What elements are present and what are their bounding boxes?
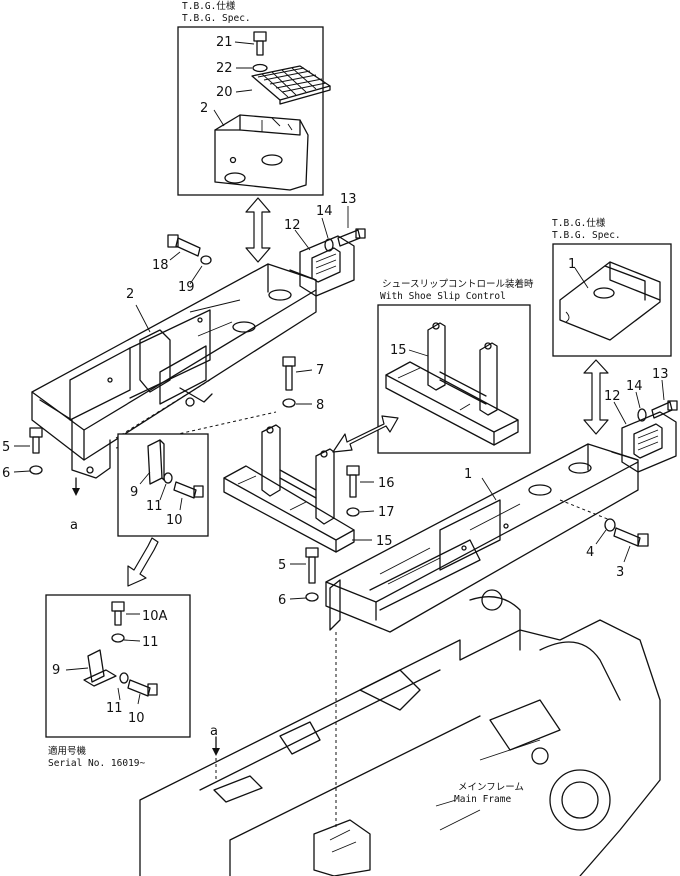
callout-16: 16 (378, 476, 395, 491)
serial-caption-jp: 適用号機 (48, 745, 87, 757)
inset-right-part-1 (559, 261, 661, 341)
callout-9-serial: 9 (52, 663, 60, 678)
callout-13-upper: 13 (340, 192, 357, 207)
main-frame (139, 589, 661, 876)
grating-20 (251, 65, 331, 105)
inset-bracket-9: 9 11 10 (117, 433, 209, 537)
inset-shoe-part-15 (385, 322, 519, 446)
callout-1-main: 1 (464, 467, 472, 482)
serial-caption-en: Serial No. 16019~ (48, 758, 146, 769)
inset-shoe-caption-jp: シュースリップコントロール装着時 (382, 278, 534, 290)
callout-14-upper: 14 (316, 204, 333, 219)
callout-6-left: 6 (2, 466, 10, 481)
bolt-13-upper (337, 228, 366, 247)
callout-15-inset: 15 (390, 343, 407, 358)
inset-serial-frame (45, 594, 191, 738)
inset-right-caption-jp: T.B.G.仕様 (552, 217, 606, 229)
callout-a-upper: a (70, 518, 78, 533)
washer-22 (252, 63, 268, 73)
frame-part-15 (223, 424, 355, 553)
callout-17: 17 (378, 505, 395, 520)
frame-part-2 (31, 263, 317, 479)
callout-2-inset: 2 (200, 101, 208, 116)
inset-serial: 10A 11 9 11 10 (45, 594, 191, 738)
bolt-16 (346, 465, 360, 498)
callout-5-center: 5 (278, 558, 286, 573)
double-arrow-shoe (332, 415, 399, 453)
arrow-a-head (72, 488, 80, 496)
inset-tbg-top: T.B.G.仕様 T.B.G. Spec. 21 22 20 (177, 0, 331, 196)
callout-13-lower: 13 (652, 367, 669, 382)
frame-part-1 (325, 443, 639, 633)
callout-5-left: 5 (2, 440, 10, 455)
callout-12-upper: 12 (284, 218, 301, 233)
bracket-9-serial (83, 649, 117, 687)
washer-11-serial-top (111, 633, 125, 643)
callout-14-lower: 14 (626, 379, 643, 394)
callout-10a: 10A (142, 609, 168, 624)
cover-plate-12-lower (621, 411, 677, 473)
bolt-13-lower (651, 400, 678, 419)
callout-19: 19 (178, 280, 195, 295)
double-arrow-top (245, 197, 271, 263)
bolt-10a (111, 601, 125, 626)
washer-14-lower (637, 408, 647, 422)
main-frame-caption-en: Main Frame (454, 794, 511, 805)
washer-19 (200, 255, 212, 265)
main-frame-caption-jp: メインフレーム (458, 782, 524, 793)
callout-20: 20 (216, 85, 233, 100)
inset-top-caption-en: T.B.G. Spec. (182, 13, 251, 24)
inset-shoe-caption-en: With Shoe Slip Control (380, 291, 506, 302)
callout-a-lower: a (210, 724, 218, 739)
callout-4: 4 (586, 545, 594, 560)
washer-6-center (305, 592, 319, 602)
callout-10-box: 10 (166, 513, 183, 528)
callout-9-box: 9 (130, 485, 138, 500)
callout-10-serial: 10 (128, 711, 145, 726)
callout-12-lower: 12 (604, 389, 621, 404)
bolt-5-center (305, 547, 319, 584)
callout-11-box: 11 (146, 499, 163, 514)
bolt-10-serial (127, 679, 158, 697)
washer-6-left (29, 465, 43, 475)
inset-top-frame (177, 26, 324, 196)
callout-1-inset: 1 (568, 257, 576, 272)
callout-7: 7 (316, 363, 324, 378)
callout-6-center: 6 (278, 593, 286, 608)
bolt-10-box (173, 481, 204, 499)
bolt-18 (167, 234, 201, 257)
washer-8 (282, 398, 296, 408)
arrow-to-serial-inset (127, 537, 159, 587)
inset-top-part-2 (214, 114, 309, 191)
callout-3: 3 (616, 565, 624, 580)
inset-right-caption-en: T.B.G. Spec. (552, 230, 621, 241)
callout-18: 18 (152, 258, 169, 273)
callout-21: 21 (216, 35, 233, 50)
inset-bracket-frame (117, 433, 209, 537)
washer-11-serial-bottom (119, 672, 129, 684)
bolt-21 (253, 31, 267, 56)
inset-tbg-right: T.B.G.仕様 T.B.G. Spec. 1 (552, 217, 672, 357)
washer-14-upper (324, 238, 334, 252)
washer-4 (604, 518, 616, 532)
callout-15-main: 15 (376, 534, 393, 549)
cover-plate-12-upper (299, 235, 355, 297)
inset-shoe-slip: シュースリップコントロール装着時 With Shoe Slip Control … (377, 278, 534, 454)
double-arrow-right (583, 359, 609, 435)
callout-8: 8 (316, 398, 324, 413)
bolt-7 (282, 356, 296, 391)
washer-17 (346, 507, 360, 517)
callout-22: 22 (216, 61, 233, 76)
arrow-a-lower-head (212, 748, 220, 756)
callout-2-main: 2 (126, 287, 134, 302)
bolt-5-left (29, 427, 43, 454)
callout-11-serial-top: 11 (142, 635, 159, 650)
bolt-3 (613, 527, 649, 547)
inset-top-caption-jp: T.B.G.仕様 (182, 0, 236, 12)
callout-11-serial-bottom: 11 (106, 701, 123, 716)
